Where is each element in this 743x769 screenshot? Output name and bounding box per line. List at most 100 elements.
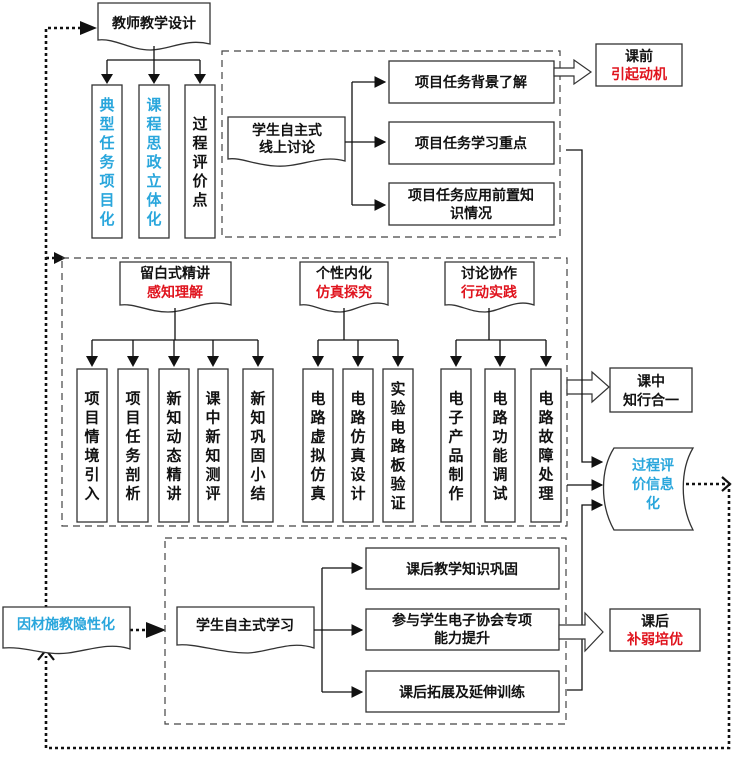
loop-arrow-right (721, 476, 732, 492)
pre-class-task-box (388, 182, 555, 226)
group-arrowhead (207, 356, 219, 367)
loop-right-bottom (44, 482, 731, 750)
group-connector (317, 308, 399, 356)
design-item-char: 目 (99, 191, 114, 209)
pre-class-container (221, 50, 561, 238)
post-class-source: 学生自主式学习 (196, 617, 294, 634)
evaluation-section: 过程评 价信息 化 (566, 149, 695, 691)
activity-char: 务 (125, 447, 141, 465)
design-item-char: 立 (146, 172, 161, 190)
design-item-char: 化 (146, 210, 161, 228)
activity-box (440, 368, 472, 523)
design-item-char: 务 (99, 153, 115, 171)
post-class-result-box (609, 608, 701, 652)
in-class-group-items: 项目情境引入项目任务剖析新知动态精讲课中新知测评新知巩固小结电路虚拟仿真电路仿真… (76, 368, 562, 523)
teacher-design-arrows (101, 74, 206, 84)
activity-char: 析 (125, 485, 140, 503)
pre-class-task-2: 项目任务学习重点 (415, 135, 527, 152)
activity-char: 实 (390, 380, 405, 398)
group-arrowhead (252, 356, 264, 367)
activity-char: 虚 (310, 428, 325, 446)
pre-class-source-line1: 学生自主式 (252, 122, 322, 139)
activity-char: 路 (350, 409, 366, 427)
activity-char: 测 (205, 466, 220, 484)
pre-class-source-node (227, 116, 346, 167)
activity-box (242, 368, 274, 523)
activity-char: 调 (492, 466, 507, 484)
in-class-group-header (444, 261, 535, 313)
activity-char: 路 (390, 437, 406, 455)
activity-char: 任 (124, 428, 140, 446)
activity-char: 新 (166, 390, 181, 408)
activity-char: 小 (250, 466, 265, 484)
activity-char: 目 (125, 409, 140, 427)
personalized-text: 因材施教隐性化 (17, 616, 115, 633)
design-item-box (184, 84, 216, 239)
group-connector (91, 308, 259, 356)
post-class-task-box (365, 670, 560, 713)
activity-char: 知 (250, 409, 265, 427)
activity-char: 能 (492, 447, 507, 465)
post-class-source-node (176, 606, 315, 654)
activity-char: 引 (84, 466, 99, 484)
activity-char: 巩 (250, 428, 265, 446)
post-class-task-3: 课后拓展及延伸训练 (399, 684, 525, 701)
activity-char: 故 (538, 428, 554, 446)
activity-char: 真 (350, 447, 365, 465)
personalized-node (2, 606, 131, 655)
design-item-char: 典 (99, 96, 114, 114)
activity-char: 项 (125, 390, 140, 408)
post-class-task-2-line2: 能力提升 (434, 630, 490, 647)
post-class-task-box (365, 547, 560, 590)
post-class-hollow-arrow (558, 611, 604, 653)
group-arrowhead (312, 356, 324, 367)
activity-char: 路 (492, 409, 508, 427)
post-class-task-box (365, 608, 560, 651)
design-item-char: 化 (99, 210, 114, 228)
loop-left-up (44, 26, 88, 608)
in-class-result-line2: 知行合一 (623, 392, 679, 409)
activity-box (76, 368, 108, 523)
loop-arrow-to-teacher (80, 21, 97, 35)
activity-char: 电 (492, 390, 507, 408)
in-class-group-title: 个性内化 (315, 265, 372, 282)
pre-class-result-line1: 课前 (625, 48, 653, 65)
pre-class-trunk (345, 82, 353, 205)
teacher-design-title: 教师教学设计 (112, 15, 196, 32)
design-item-box (91, 84, 123, 239)
activity-char: 课 (205, 390, 221, 408)
activity-char: 理 (538, 485, 553, 503)
activity-char: 中 (205, 409, 220, 427)
in-class-result-box (609, 367, 693, 413)
evaluation-node (602, 447, 695, 531)
group-arrowhead (494, 356, 506, 367)
activity-char: 障 (538, 447, 553, 465)
group-arrowhead (352, 356, 364, 367)
group-connector (455, 308, 547, 356)
eval-arrow-from-pre (566, 149, 604, 468)
activity-box (342, 368, 374, 523)
design-item-char: 评 (192, 153, 207, 171)
design-item-char: 程 (146, 115, 161, 133)
pre-class-section: 学生自主式 线上讨论 项目任务背景了解 项目任务学习重点 项目任务应用前置知 识… (221, 43, 683, 238)
pre-class-result-box (595, 43, 683, 87)
activity-char: 处 (537, 466, 554, 484)
activity-char: 新 (205, 428, 220, 446)
activity-char: 固 (250, 447, 265, 465)
pre-class-task-box (388, 121, 555, 165)
loop-arrow-to-inclass (54, 252, 66, 264)
in-class-group-connectors (86, 308, 552, 367)
activity-box (158, 368, 190, 523)
activity-char: 情 (84, 428, 99, 446)
design-item-char: 课 (146, 96, 162, 114)
pre-class-task-box (388, 60, 555, 104)
pre-class-hollow-arrow (553, 58, 593, 86)
activity-char: 仿 (310, 466, 325, 484)
design-item-char: 体 (146, 191, 162, 209)
evaluation-line3: 化 (646, 495, 660, 512)
activity-char: 电 (538, 390, 553, 408)
activity-char: 电 (310, 390, 325, 408)
activity-char: 新 (250, 390, 265, 408)
activity-char: 品 (448, 447, 463, 465)
